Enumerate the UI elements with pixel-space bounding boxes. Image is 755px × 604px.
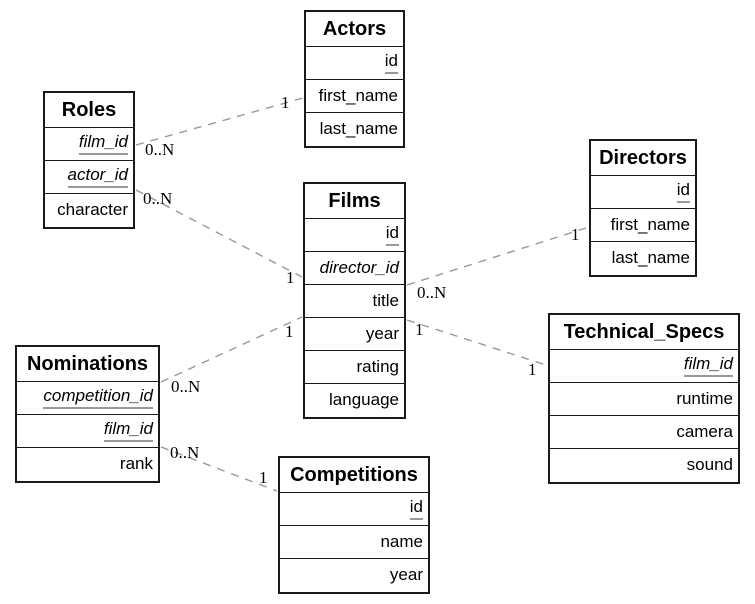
cardinality-label: 1 xyxy=(286,268,295,287)
table-title: Actors xyxy=(306,12,403,47)
field-label: last_name xyxy=(611,248,690,268)
field-row: title xyxy=(305,285,404,318)
cardinality-label: 0..N xyxy=(145,140,175,159)
entity-table-actors: Actors id first_name last_name xyxy=(304,10,405,148)
field-row: rating xyxy=(305,351,404,384)
field-label: id xyxy=(409,497,423,520)
cardinality-label: 0..N xyxy=(171,377,201,396)
cardinality-label: 1 xyxy=(528,360,537,379)
field-row: sound xyxy=(550,449,738,482)
field-row: name xyxy=(280,526,428,559)
field-label: runtime xyxy=(676,388,733,408)
field-row: film_id xyxy=(17,415,158,448)
field-label: character xyxy=(57,200,128,220)
field-label: actor_id xyxy=(67,165,128,188)
field-row: film_id xyxy=(550,350,738,383)
field-label: rating xyxy=(356,356,399,376)
field-row: last_name xyxy=(306,113,403,146)
table-title: Competitions xyxy=(280,458,428,493)
table-title: Nominations xyxy=(17,347,158,382)
field-row: actor_id xyxy=(45,161,133,194)
field-row: runtime xyxy=(550,383,738,416)
field-label: name xyxy=(380,531,423,551)
field-row: camera xyxy=(550,416,738,449)
field-row: character xyxy=(45,194,133,227)
relationship-line-films-technical_specs xyxy=(406,319,547,366)
field-row: first_name xyxy=(591,209,695,242)
table-title: Films xyxy=(305,184,404,219)
field-label: first_name xyxy=(610,214,690,234)
field-label: id xyxy=(676,180,690,203)
table-title: Technical_Specs xyxy=(550,315,738,350)
relationship-line-roles-actors xyxy=(135,97,304,146)
field-row: id xyxy=(305,219,404,252)
field-label: camera xyxy=(676,421,733,441)
field-row: id xyxy=(591,176,695,209)
field-label: director_id xyxy=(319,257,399,277)
field-label: film_id xyxy=(683,354,733,377)
field-label: last_name xyxy=(319,119,398,139)
table-title: Directors xyxy=(591,141,695,176)
cardinality-label: 1 xyxy=(285,322,294,341)
cardinality-label: 1 xyxy=(415,320,424,339)
cardinality-label: 0..N xyxy=(143,189,173,208)
relationship-line-roles-films xyxy=(135,189,303,278)
field-row: rank xyxy=(17,448,158,481)
field-label: rank xyxy=(119,454,153,474)
relationship-line-nominations-films xyxy=(160,316,303,383)
field-label: year xyxy=(365,323,399,343)
field-row: film_id xyxy=(45,128,133,161)
cardinality-label: 0..N xyxy=(170,443,200,462)
field-label: language xyxy=(329,390,399,410)
field-row: year xyxy=(280,559,428,592)
field-label: title xyxy=(372,290,399,310)
field-row: id xyxy=(280,493,428,526)
relationship-line-nominations-competitions xyxy=(160,446,278,492)
field-label: year xyxy=(389,565,423,585)
field-label: id xyxy=(385,223,399,246)
field-label: competition_id xyxy=(43,386,153,409)
field-row: language xyxy=(305,384,404,417)
field-label: film_id xyxy=(103,419,153,442)
entity-table-roles: Roles film_id actor_id character xyxy=(43,91,135,229)
field-row: last_name xyxy=(591,242,695,275)
field-row: director_id xyxy=(305,252,404,285)
cardinality-label: 1 xyxy=(259,468,268,487)
field-label: sound xyxy=(686,455,733,475)
cardinality-label: 1 xyxy=(281,93,290,112)
cardinality-label: 1 xyxy=(571,225,580,244)
relationship-line-films-directors xyxy=(406,227,587,286)
entity-table-directors: Directors id first_name last_name xyxy=(589,139,697,277)
field-row: competition_id xyxy=(17,382,158,415)
field-label: film_id xyxy=(78,132,128,155)
cardinality-label: 0..N xyxy=(417,283,447,302)
table-title: Roles xyxy=(45,93,133,128)
field-label: id xyxy=(384,51,398,74)
field-row: first_name xyxy=(306,80,403,113)
entity-table-competitions: Competitions id name year xyxy=(278,456,430,594)
field-label: first_name xyxy=(318,85,398,105)
field-row: id xyxy=(306,47,403,80)
field-row: year xyxy=(305,318,404,351)
